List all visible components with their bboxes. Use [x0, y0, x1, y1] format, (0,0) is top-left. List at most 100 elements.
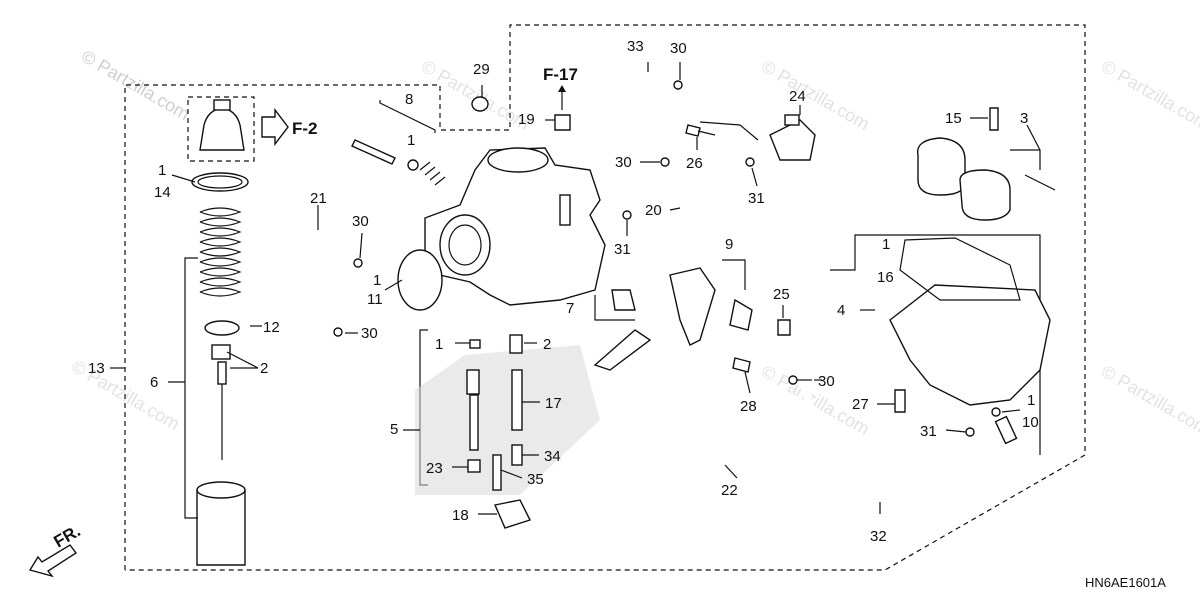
callout-1: 1 [435, 336, 443, 353]
bolt-28 [732, 357, 751, 373]
jet-holder-17 [511, 369, 523, 431]
carburetor-bore [487, 147, 549, 173]
float-chamber-4 [889, 284, 1051, 406]
callout-29: 29 [473, 61, 490, 78]
leader-lines [171, 62, 1041, 515]
seal-12 [204, 320, 240, 336]
callout-30: 30 [361, 325, 378, 342]
o-ring-1 [469, 339, 481, 349]
pilot-screw-spring [419, 161, 446, 186]
intake-flange [439, 214, 491, 276]
callout-13: 13 [88, 360, 105, 377]
jet-35 [492, 454, 502, 491]
callout-20: 20 [645, 202, 662, 219]
callout-30: 30 [818, 373, 835, 390]
needle-clip-2 [211, 344, 231, 360]
o-ring-11 [397, 249, 443, 311]
clip-30 [788, 375, 798, 385]
callout-18: 18 [452, 507, 469, 524]
bracket-6 [184, 257, 198, 519]
callout-31: 31 [614, 241, 631, 258]
callout-12: 12 [263, 319, 280, 336]
callout-16: 16 [877, 269, 894, 286]
callout-30: 30 [615, 154, 632, 171]
jet-34 [511, 444, 523, 466]
gasket-16 [899, 237, 1021, 301]
callout-21: 21 [310, 190, 327, 207]
part-18 [494, 499, 531, 529]
callout-2: 2 [543, 336, 551, 353]
callout-1: 1 [373, 272, 381, 289]
callout-1: 1 [158, 162, 166, 179]
callout-25: 25 [773, 286, 790, 303]
float-3 [916, 137, 966, 196]
clip-31 [745, 157, 755, 167]
clip-30 [333, 327, 343, 337]
front-direction-label: FR. [51, 521, 84, 551]
callout-19: 19 [518, 111, 535, 128]
jet-2 [509, 334, 523, 354]
brand-watermark: © Partzilla.com [1098, 361, 1200, 439]
throttle-valve-spring [199, 207, 242, 297]
callout-17: 17 [545, 395, 562, 412]
float-valve-15 [989, 107, 999, 131]
callout-30: 30 [670, 40, 687, 57]
callout-35: 35 [527, 471, 544, 488]
callout-6: 6 [150, 374, 158, 391]
throttle-stop-7 [593, 329, 652, 371]
callout-31: 31 [748, 190, 765, 207]
brand-watermark: © Partzilla.com [758, 56, 873, 134]
washer [407, 159, 419, 171]
callout-22: 22 [721, 482, 738, 499]
callout-33: 33 [627, 38, 644, 55]
callout-14: 14 [154, 184, 171, 201]
jet-parts [466, 369, 480, 395]
callout-1: 1 [1027, 392, 1035, 409]
cap-29 [471, 96, 489, 112]
callout-2: 2 [260, 360, 268, 377]
bracket-8 [379, 100, 436, 133]
shaded-area [415, 345, 600, 495]
up-arrow-icon [558, 85, 566, 92]
callout-11: 11 [367, 291, 383, 308]
callout-15: 15 [945, 110, 962, 127]
cap-nipple [213, 99, 231, 111]
callout-23: 23 [426, 460, 443, 477]
clip-31 [622, 210, 632, 220]
clip-31 [965, 427, 975, 437]
clip-30 [353, 258, 363, 268]
clip-30 [660, 157, 670, 167]
callout-34: 34 [544, 448, 561, 465]
clip-30 [673, 80, 683, 90]
callout-labels: 1 14 13 6 12 2 8 1 21 30 1 11 30 29 19 3… [88, 38, 1039, 545]
jet-needle-holder [217, 361, 227, 385]
f2-reference-box [187, 96, 255, 162]
carburetor-top-cap [199, 107, 245, 151]
callout-26: 26 [686, 155, 703, 172]
f17-reference-label: F-17 [543, 65, 578, 84]
callout-24: 24 [789, 88, 806, 105]
f2-reference-label: F-2 [292, 119, 318, 138]
bracket-9 [669, 267, 716, 346]
bracket-7 [594, 295, 635, 321]
screw-27 [894, 389, 906, 413]
callout-8: 8 [405, 91, 413, 108]
callout-3: 3 [1020, 110, 1028, 127]
main-jet-23 [467, 459, 481, 473]
hose-32 [829, 439, 971, 503]
cap-19 [554, 114, 571, 131]
callout-9: 9 [725, 236, 733, 253]
callout-5: 5 [390, 421, 398, 438]
callout-10: 10 [1022, 414, 1039, 431]
f2-arrow-icon [261, 107, 289, 147]
callout-30: 30 [352, 213, 369, 230]
callout-28: 28 [740, 398, 757, 415]
bolt-25 [777, 319, 791, 336]
brand-watermark: © Partzilla.com [1098, 56, 1200, 134]
callout-27: 27 [852, 396, 869, 413]
bolt-26 [685, 124, 701, 137]
float-pin [1024, 174, 1056, 191]
drain-screw-10 [994, 415, 1018, 445]
assembly-boundary [124, 24, 1086, 571]
